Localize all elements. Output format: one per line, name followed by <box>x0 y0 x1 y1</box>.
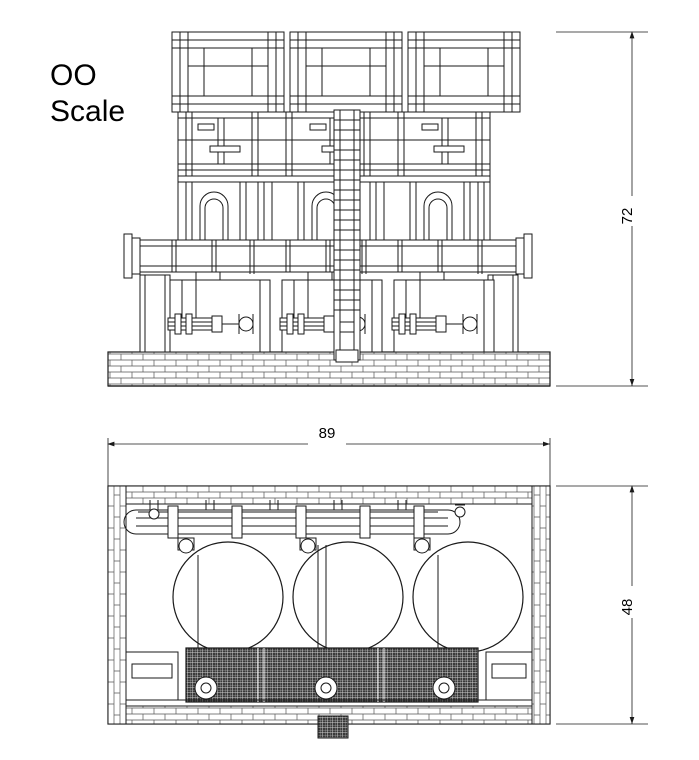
plan-grated-floor <box>185 647 479 703</box>
elevation-cylinder-band <box>123 233 533 281</box>
front-elevation-view <box>107 31 648 387</box>
elevation-ladder <box>333 109 361 363</box>
dimension-label-72: 72 <box>619 208 636 225</box>
valve-gear-right <box>391 313 478 335</box>
dimension-label-89: 89 <box>319 425 336 442</box>
valve-gear-left <box>167 313 254 335</box>
dimension-label-48: 48 <box>619 599 636 616</box>
scale-line-1: OO <box>50 59 97 92</box>
plan-pipe-run <box>123 500 466 539</box>
elevation-top-tanks <box>171 31 521 113</box>
plan-side-recesses <box>125 651 533 701</box>
elevation-machinery-deck <box>167 279 495 353</box>
dimension-plan-width <box>107 438 551 486</box>
dimension-elevation-height <box>556 31 648 387</box>
plan-tanks <box>172 541 524 653</box>
scale-line-2: Scale <box>50 95 126 128</box>
plan-view <box>107 438 648 739</box>
elevation-brick-base <box>107 351 551 387</box>
dimension-plan-depth <box>556 485 648 725</box>
plan-tank-saddles <box>177 537 431 554</box>
